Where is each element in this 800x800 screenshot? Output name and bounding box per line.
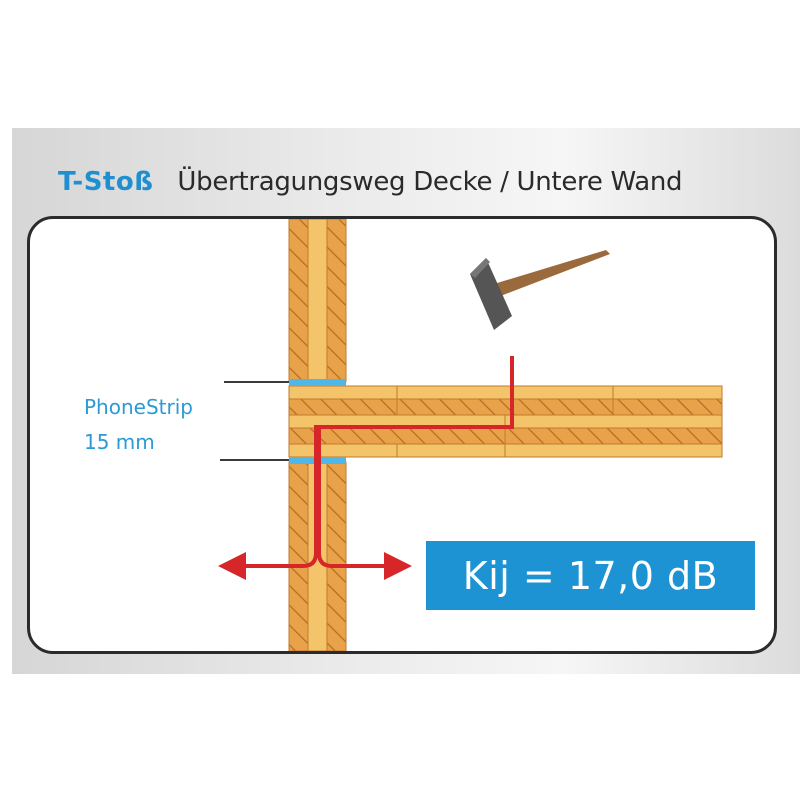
- kij-value: Kij = 17,0 dB: [462, 553, 719, 598]
- double-arrow-icon: [218, 552, 412, 580]
- title-text: Übertragungsweg Decke / Untere Wand: [177, 167, 683, 197]
- ceiling-slab: [288, 385, 723, 458]
- phonestrip-name: PhoneStrip: [84, 395, 193, 419]
- label-leader-lines: [220, 381, 289, 461]
- vertical-wall: [288, 219, 347, 651]
- title-row: T-Stoß Übertragungsweg Decke / Untere Wa…: [58, 162, 683, 202]
- title-key: T-Stoß: [58, 167, 154, 197]
- transmission-path: [242, 356, 514, 568]
- hammer-icon: [470, 250, 610, 330]
- kij-value-box: Kij = 17,0 dB: [426, 541, 755, 610]
- phonestrip-label: PhoneStrip 15 mm: [84, 390, 193, 460]
- phonestrip-thickness: 15 mm: [84, 430, 155, 454]
